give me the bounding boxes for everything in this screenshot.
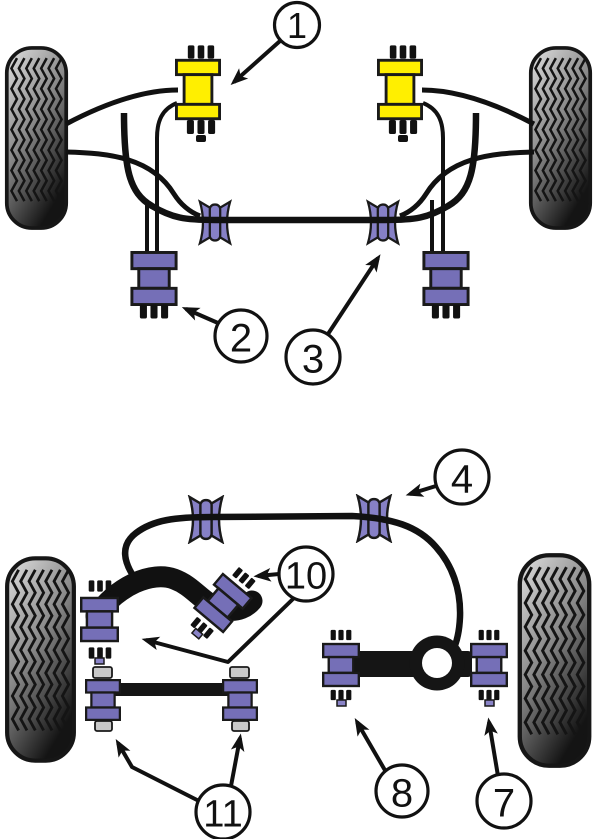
bolt-studs bbox=[431, 304, 461, 319]
callout-10-circle bbox=[277, 545, 335, 603]
lateral-arm bbox=[352, 635, 472, 691]
front-upper-arm-right bbox=[421, 87, 536, 127]
callout-2: 2 bbox=[181, 307, 269, 364]
nut bbox=[231, 720, 250, 732]
bolt-studs bbox=[88, 647, 112, 659]
rear-anti-roll-bar bbox=[121, 512, 464, 662]
front-lower-bushing-right bbox=[422, 251, 470, 306]
nut bbox=[94, 720, 113, 732]
track-rod-nuts bbox=[92, 666, 250, 732]
bolt-studs bbox=[389, 45, 417, 59]
mount-bolts bbox=[186, 45, 418, 142]
bolt-studs bbox=[478, 689, 500, 701]
front-left-tire bbox=[7, 48, 66, 228]
lateral-arm-bushing-right bbox=[470, 642, 508, 688]
bolt-tip bbox=[190, 627, 204, 640]
front-strut-left bbox=[155, 101, 178, 252]
callout-10-arrow-a bbox=[253, 567, 280, 582]
nut bbox=[92, 666, 113, 679]
callout-3: 3 bbox=[284, 254, 381, 386]
angled-bushing-item10 bbox=[190, 566, 256, 640]
callout-3-circle bbox=[284, 328, 342, 386]
callout-8: 8 bbox=[354, 718, 430, 819]
bolt-tip bbox=[196, 135, 206, 142]
front-anti-roll-bar bbox=[120, 112, 480, 224]
callout-8-circle bbox=[374, 763, 430, 819]
callout-4-label: 4 bbox=[451, 457, 473, 501]
front-lower-arm-right bbox=[399, 149, 535, 219]
lateral-arm-ring-hole bbox=[422, 648, 452, 678]
front-upper-arm-left bbox=[64, 87, 179, 127]
yellow-mount-right bbox=[377, 58, 423, 121]
callout-8-label: 8 bbox=[391, 771, 413, 815]
yellow-mount-left bbox=[175, 58, 221, 121]
track-rod-bushing-right bbox=[222, 678, 258, 722]
bolt-studs bbox=[186, 119, 216, 135]
front-lower-bushing-left bbox=[130, 251, 178, 306]
bolt-studs bbox=[88, 580, 112, 592]
front-suspension-diagram: 1 2 3 bbox=[7, 0, 590, 386]
front-right-tire bbox=[531, 48, 590, 228]
track-rod-bushing-left bbox=[85, 678, 121, 722]
bolt-studs bbox=[330, 689, 352, 701]
bolt-tip bbox=[398, 135, 408, 142]
rear-suspension-diagram: 4 10 11 8 7 bbox=[7, 448, 589, 839]
callout-3-label: 3 bbox=[302, 337, 324, 381]
callout-1: 1 bbox=[230, 0, 322, 86]
trailing-arm bbox=[85, 566, 263, 627]
callout-3-arrow bbox=[326, 254, 381, 336]
callout-7-label: 7 bbox=[493, 781, 515, 825]
callout-10-arrow-b bbox=[141, 596, 296, 664]
callout-11-label: 11 bbox=[203, 794, 242, 836]
callout-1-circle bbox=[272, 0, 322, 50]
rear-bushings bbox=[80, 566, 508, 722]
callout-4: 4 bbox=[405, 448, 491, 506]
lateral-arm-bushing-left bbox=[322, 642, 360, 688]
yellow-mounts bbox=[175, 58, 423, 121]
front-lower-bushings bbox=[130, 251, 470, 306]
callout-1-label: 1 bbox=[287, 5, 307, 46]
callout-11: 11 bbox=[115, 733, 252, 839]
callout-8-arrow bbox=[354, 718, 388, 774]
callout-4-circle bbox=[433, 448, 491, 506]
bolt-tip bbox=[336, 699, 347, 707]
front-strut-right bbox=[422, 101, 445, 252]
callout-7-circle bbox=[475, 772, 533, 830]
callout-2-arrow bbox=[181, 307, 219, 325]
rear-right-tire bbox=[520, 555, 589, 765]
callout-11-circle bbox=[194, 783, 252, 839]
callout-11-arrow-b bbox=[229, 733, 245, 787]
callout-2-circle bbox=[213, 308, 269, 364]
callout-1-arrow bbox=[230, 39, 282, 86]
nut bbox=[229, 666, 250, 679]
callout-10: 10 bbox=[141, 545, 335, 664]
bolt-tip bbox=[484, 699, 495, 707]
callout-4-arrow bbox=[405, 483, 437, 497]
callout-2-label: 2 bbox=[230, 316, 252, 360]
bolt-tip bbox=[94, 657, 105, 665]
track-rod-bar bbox=[101, 683, 241, 696]
bolt-studs bbox=[187, 45, 215, 59]
bolt-studs bbox=[139, 304, 169, 319]
callout-10-label: 10 bbox=[285, 556, 327, 598]
trailing-arm-front-bushing bbox=[80, 596, 119, 643]
front-linkage-lines bbox=[64, 87, 536, 252]
bolt-studs bbox=[330, 629, 352, 641]
front-lower-arm-left bbox=[65, 149, 201, 219]
purple-bolt-tips bbox=[94, 657, 495, 707]
bolt-studs bbox=[478, 629, 500, 641]
callout-7: 7 bbox=[475, 717, 533, 830]
callout-7-arrow bbox=[484, 717, 500, 777]
callout-11-arrow-a bbox=[115, 739, 200, 803]
bolt-studs bbox=[388, 119, 418, 135]
rear-left-tire bbox=[7, 558, 74, 760]
